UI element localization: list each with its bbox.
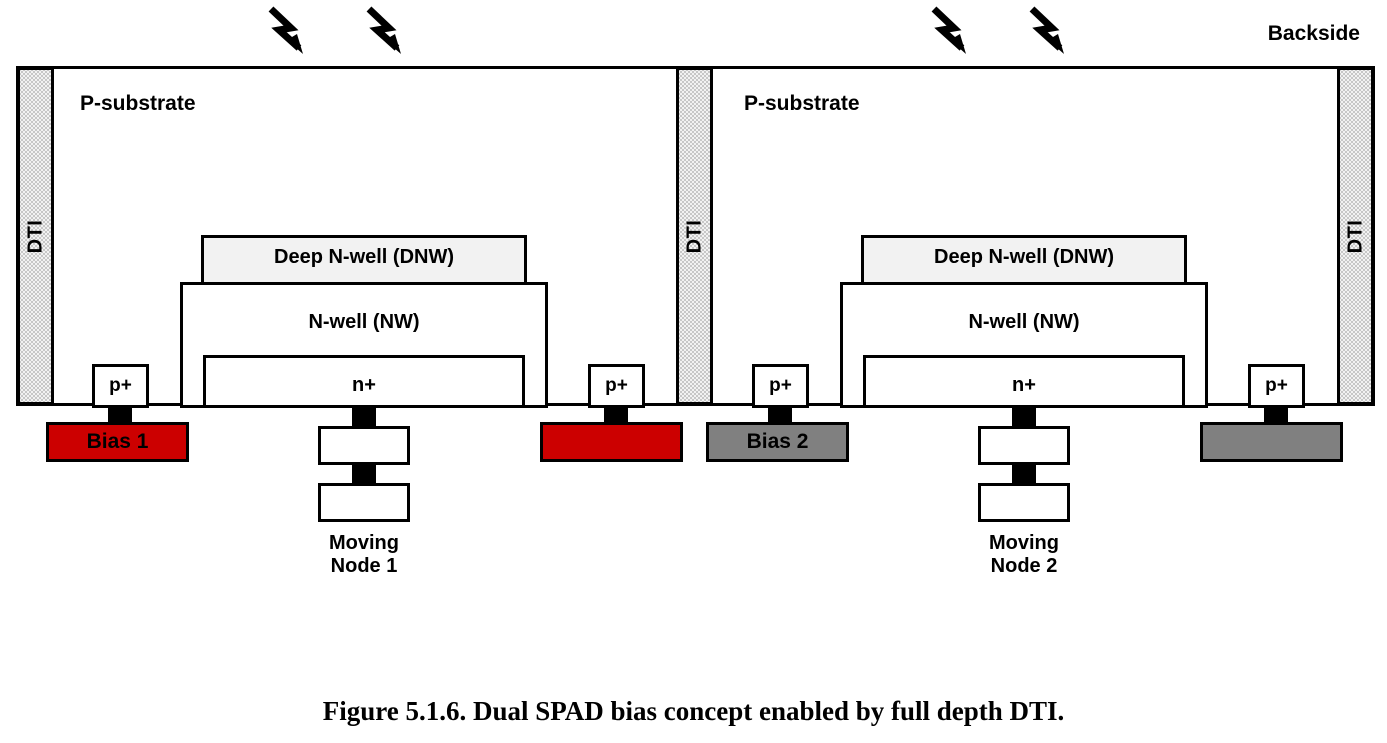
- bias-bar-1-mirror[interactable]: [540, 422, 683, 462]
- dti-pillar-middle: DTI: [676, 67, 713, 405]
- backside-label: Backside: [1267, 22, 1360, 45]
- n-plus-left: n+: [203, 355, 525, 408]
- n-plus-right: n+: [863, 355, 1185, 408]
- photon-arrow-2: [366, 6, 401, 54]
- moving-node-2-label: Moving Node 2: [989, 532, 1059, 577]
- moving-node-1-connector: [352, 463, 376, 485]
- dti-label-left: DTI: [24, 219, 46, 253]
- bias-bar-2-mirror[interactable]: [1200, 422, 1343, 462]
- n-well-label-right: N-well (NW): [968, 311, 1080, 333]
- moving-node-2-box-lower: [978, 483, 1070, 522]
- n-plus-label-left: n+: [352, 374, 376, 396]
- p-substrate-label-right: P-substrate: [744, 92, 860, 115]
- deep-n-well-left: Deep N-well (DNW): [201, 235, 527, 285]
- photon-arrow-4: [1029, 6, 1064, 54]
- n-plus-label-right: n+: [1012, 374, 1036, 396]
- bias-bar-1[interactable]: Bias 1: [46, 422, 189, 462]
- dti-pillar-left: DTI: [17, 67, 54, 405]
- photon-arrow-1: [268, 6, 303, 54]
- dti-label-right: DTI: [1344, 219, 1366, 253]
- photon-arrow-3: [931, 6, 966, 54]
- deep-n-well-right: Deep N-well (DNW): [861, 235, 1187, 285]
- p-plus-right-outer: p+: [1248, 364, 1305, 408]
- moving-node-1-box-upper: [318, 426, 410, 465]
- deep-n-well-label-left: Deep N-well (DNW): [274, 246, 454, 268]
- dti-pillar-right: DTI: [1337, 67, 1374, 405]
- p-plus-right-inner: p+: [752, 364, 809, 408]
- moving-node-2-connector: [1012, 463, 1036, 485]
- moving-node-2-box-upper: [978, 426, 1070, 465]
- moving-node-1-label: Moving Node 1: [329, 532, 399, 577]
- dti-label-middle: DTI: [683, 219, 705, 253]
- n-well-label-left: N-well (NW): [308, 311, 420, 333]
- moving-node-1-box-lower: [318, 483, 410, 522]
- deep-n-well-label-right: Deep N-well (DNW): [934, 246, 1114, 268]
- p-plus-left-inner: p+: [92, 364, 149, 408]
- p-substrate-label-left: P-substrate: [80, 92, 196, 115]
- figure-caption: Figure 5.1.6. Dual SPAD bias concept ena…: [322, 696, 1065, 726]
- bias-bar-2[interactable]: Bias 2: [706, 422, 849, 462]
- p-plus-left-outer: p+: [588, 364, 645, 408]
